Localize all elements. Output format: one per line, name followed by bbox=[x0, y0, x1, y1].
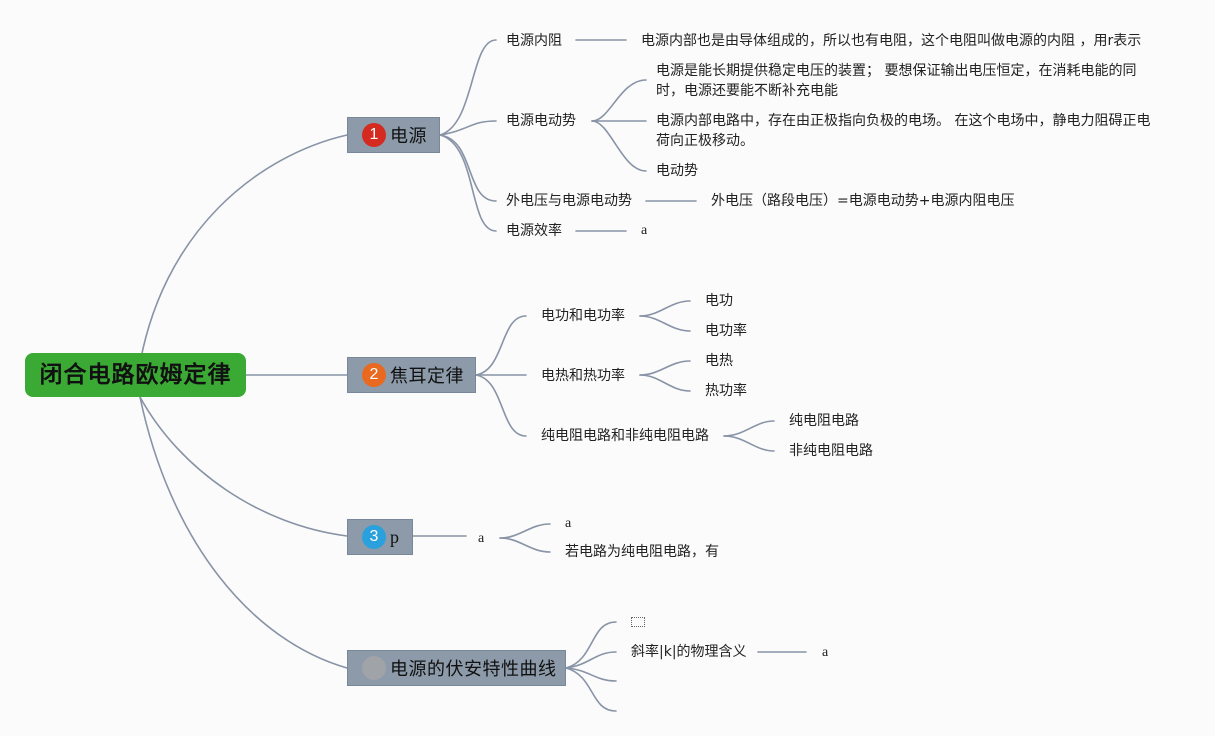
link-t2-work bbox=[475, 315, 527, 376]
link-t3-sub2 bbox=[499, 537, 551, 553]
link-t4-4 bbox=[565, 667, 617, 712]
link-work-2 bbox=[639, 315, 691, 332]
link-t4-3 bbox=[565, 667, 617, 682]
node-external-voltage-desc[interactable]: 外电压（路段电压）=电源电动势+电源内阻电压 bbox=[711, 193, 1015, 209]
root-node[interactable]: 闭合电路欧姆定律 bbox=[25, 353, 246, 397]
node-emf[interactable]: 电源电动势 bbox=[506, 113, 576, 129]
topic-p[interactable]: 3 p bbox=[347, 519, 413, 555]
node-slope-value[interactable]: a bbox=[822, 645, 829, 660]
link-circ-1 bbox=[723, 420, 775, 437]
node-heat[interactable]: 电热 bbox=[705, 353, 733, 369]
node-work[interactable]: 电功 bbox=[705, 293, 733, 309]
link-t1-ext bbox=[439, 134, 497, 202]
node-thermal-power[interactable]: 热功率 bbox=[705, 383, 747, 399]
link-t4-1 bbox=[565, 621, 617, 669]
node-internal-resistance[interactable]: 电源内阻 bbox=[506, 33, 562, 49]
topic-joule-law[interactable]: 2 焦耳定律 bbox=[347, 357, 476, 393]
node-emf-desc2[interactable]: 电源内部电路中，存在由正极指向负极的电场。 在这个电场中，静电力阻碍正电荷向正极… bbox=[656, 113, 1151, 149]
link-t1-internal bbox=[439, 39, 497, 136]
number-1-icon: 1 bbox=[362, 123, 386, 147]
node-emf-desc3[interactable]: 电动势 bbox=[656, 163, 698, 179]
topic-power-source[interactable]: 1 电源 bbox=[347, 117, 440, 153]
node-emf-desc1[interactable]: 电源是能长期提供稳定电压的装置； 要想保证输出电压恒定，在消耗电能的同时，电源还… bbox=[656, 63, 1137, 99]
link-root-topic1 bbox=[137, 134, 348, 376]
node-efficiency-value[interactable]: a bbox=[641, 223, 648, 238]
node-internal-resistance-desc[interactable]: 电源内部也是由导体组成的，所以也有电阻，这个电阻叫做电源的内阻 ，用r表示 bbox=[641, 33, 1142, 49]
link-circ-2 bbox=[723, 435, 775, 452]
link-emf-desc1 bbox=[591, 79, 647, 122]
link-emf-desc3 bbox=[591, 120, 647, 172]
link-work-1 bbox=[639, 300, 691, 317]
node-circuits[interactable]: 纯电阻电路和非纯电阻电路 bbox=[541, 428, 709, 444]
link-t3-sub1 bbox=[499, 523, 551, 539]
number-3-icon: 3 bbox=[362, 525, 386, 549]
node-external-voltage[interactable]: 外电压与电源电动势 bbox=[506, 193, 632, 209]
image-placeholder-icon[interactable] bbox=[631, 617, 645, 627]
link-t2-circuit bbox=[475, 374, 527, 437]
node-work-power[interactable]: 电功和电功率 bbox=[541, 308, 625, 324]
node-efficiency[interactable]: 电源效率 bbox=[506, 223, 562, 239]
topic-label: 焦耳定律 bbox=[390, 366, 464, 387]
link-t1-eff bbox=[439, 134, 497, 232]
node-p-child[interactable]: a bbox=[478, 531, 485, 546]
node-non-pure-resistance[interactable]: 非纯电阻电路 bbox=[789, 443, 873, 459]
node-heat-power[interactable]: 电热和热功率 bbox=[541, 368, 625, 384]
topic-label: 电源 bbox=[390, 126, 427, 147]
topic-label: 电源的伏安特性曲线 bbox=[390, 659, 557, 680]
link-heat-1 bbox=[639, 360, 691, 376]
node-p-sub1[interactable]: a bbox=[565, 516, 572, 531]
link-t4-2 bbox=[565, 651, 617, 669]
link-t1-emf bbox=[439, 120, 497, 136]
link-heat-2 bbox=[639, 374, 691, 392]
topic-iv-curve[interactable]: 电源的伏安特性曲线 bbox=[347, 650, 566, 686]
node-pure-resistance[interactable]: 纯电阻电路 bbox=[789, 413, 859, 429]
number-4-icon bbox=[362, 656, 386, 680]
number-2-icon: 2 bbox=[362, 363, 386, 387]
node-slope-meaning[interactable]: 斜率|k|的物理含义 bbox=[631, 644, 747, 660]
topic-label: p bbox=[390, 526, 400, 547]
node-power[interactable]: 电功率 bbox=[705, 323, 747, 339]
node-p-sub2[interactable]: 若电路为纯电阻电路，有 bbox=[565, 544, 719, 560]
link-root-topic3 bbox=[139, 396, 348, 537]
link-root-topic4 bbox=[139, 396, 348, 669]
